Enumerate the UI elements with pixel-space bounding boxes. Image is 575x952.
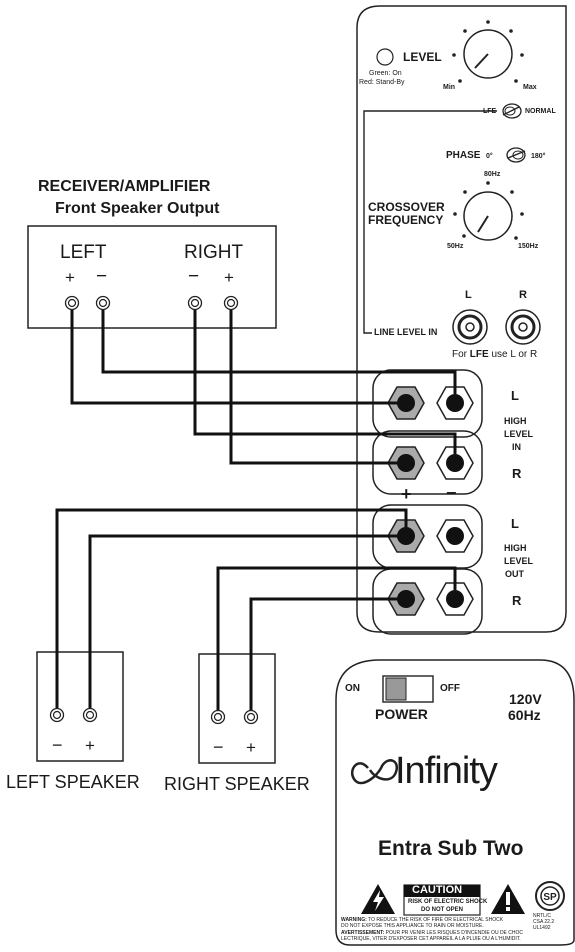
left-speaker-minus-sign: − — [52, 735, 63, 755]
power-panel — [335, 659, 575, 946]
wire-left-plus — [70, 310, 398, 405]
warning-line2: DO NOT EXPOSE THIS APPLIANCE TO RAIN OR … — [341, 923, 484, 929]
phase-switch[interactable] — [506, 147, 526, 163]
high-out-line3: OUT — [505, 569, 524, 579]
power-off-label: OFF — [440, 683, 460, 694]
warning-line1: WARNING: TO REDUCE THE RISK OF FIRE OR E… — [341, 917, 504, 923]
power-on-label: ON — [345, 683, 360, 694]
rca-jack-right[interactable] — [505, 309, 541, 345]
high-out-line1: HIGH — [504, 543, 527, 553]
wire-out-left-minus — [55, 508, 408, 708]
receiver-box — [27, 225, 277, 329]
rca-jack-left[interactable] — [452, 309, 488, 345]
right-speaker-plus-sign: + — [246, 738, 256, 757]
terminal-minus-sign: − — [446, 483, 457, 503]
wire-out-left-plus — [88, 534, 398, 708]
wire-right-minus — [193, 310, 457, 454]
avert-line1: AVERTISSEMENT: POUR PR VENIR LES RISQUES… — [341, 930, 524, 936]
receiver-left-minus-sign: − — [96, 266, 108, 287]
receiver-left-plus-terminal[interactable] — [64, 295, 80, 311]
receiver-subtitle: Front Speaker Output — [55, 200, 220, 217]
left-speaker-label: LEFT SPEAKER — [6, 772, 140, 792]
right-speaker-box — [198, 653, 276, 764]
high-out-line2: LEVEL — [504, 556, 534, 566]
receiver-left-plus-sign: + — [65, 268, 75, 287]
caution-sub1: RISK OF ELECTRIC SHOCK — [408, 899, 488, 905]
crossover-label-line1: CROSSOVER — [368, 200, 445, 214]
brand-name: Infinity — [395, 750, 498, 792]
receiver-right-minus-terminal[interactable] — [187, 295, 203, 311]
phase-0-label: 0° — [486, 153, 493, 160]
cert-line2: CSA 22.2 — [533, 919, 555, 925]
caution-sub2: DO NOT OPEN — [421, 907, 464, 913]
lightning-warning-icon — [361, 884, 395, 914]
receiver-left-label: LEFT — [60, 242, 107, 263]
lfe-label: LFE — [483, 108, 497, 115]
phase-180-label: 180° — [531, 153, 546, 160]
csa-cert-icon: SP — [535, 881, 565, 911]
power-label: POWER — [375, 706, 428, 722]
high-in-line2: LEVEL — [504, 429, 534, 439]
receiver-right-plus-sign: + — [224, 268, 234, 287]
lfe-bracket — [363, 110, 497, 334]
power-led — [376, 48, 394, 66]
subwoofer-panel — [356, 5, 567, 633]
receiver-title: RECEIVER/AMPLIFIER — [38, 178, 211, 195]
high-in-l-label: L — [511, 388, 519, 403]
high-out-r-label: R — [512, 593, 522, 608]
level-max-label: Max — [523, 84, 537, 91]
receiver-right-minus-sign: − — [188, 266, 200, 287]
high-in-r-label: R — [512, 466, 522, 481]
right-speaker-minus-sign: − — [213, 737, 224, 757]
cert-line3: UL1492 — [533, 925, 551, 931]
hz150-label: 150Hz — [518, 243, 539, 250]
high-in-line3: IN — [512, 442, 521, 452]
svg-text:SP: SP — [543, 892, 557, 903]
wire-right-plus — [229, 310, 398, 465]
frequency-label: 60Hz — [508, 707, 541, 723]
model-name: Entra Sub Two — [378, 837, 524, 860]
right-speaker-plus-terminal[interactable] — [243, 709, 259, 725]
high-in-line1: HIGH — [504, 416, 527, 426]
wire-left-minus — [101, 310, 457, 394]
voltage-label: 120V — [509, 691, 542, 707]
lfe-normal-switch[interactable] — [502, 103, 522, 119]
infinity-logo — [351, 759, 399, 785]
crossover-label-line2: FREQUENCY — [368, 213, 444, 227]
exclamation-warning-icon — [491, 884, 525, 914]
normal-label: NORMAL — [525, 108, 556, 115]
level-knob[interactable] — [452, 20, 524, 83]
left-speaker-minus-terminal[interactable] — [49, 707, 65, 723]
right-speaker-label: RIGHT SPEAKER — [164, 774, 310, 794]
led-green-label: Green: On — [369, 70, 402, 77]
wire-out-right-plus — [249, 597, 398, 710]
caution-title: CAUTION — [412, 884, 463, 896]
hz80-label: 80Hz — [484, 171, 501, 178]
high-out-l-label: L — [511, 516, 519, 531]
avert-line2: LECTRIQUE, VITER D'EXPOSER CET APPAREIL … — [341, 936, 521, 942]
rca-l-label: L — [465, 289, 472, 301]
left-speaker-box — [36, 651, 124, 762]
hz50-label: 50Hz — [447, 243, 464, 250]
lfe-note: For LFE use L or R — [452, 349, 538, 360]
line-level-in-label: LINE LEVEL IN — [374, 327, 438, 337]
receiver-left-minus-terminal[interactable] — [95, 295, 111, 311]
led-red-label: Red: Stand-By — [359, 79, 405, 86]
left-speaker-plus-sign: + — [85, 736, 95, 755]
level-label: LEVEL — [403, 50, 442, 64]
receiver-right-label: RIGHT — [184, 242, 244, 263]
crossover-knob[interactable] — [453, 181, 524, 241]
receiver-right-plus-terminal[interactable] — [223, 295, 239, 311]
rca-r-label: R — [519, 289, 527, 301]
phase-label: PHASE — [446, 150, 481, 161]
wire-out-right-minus — [216, 566, 457, 710]
level-min-label: Min — [443, 84, 456, 91]
cert-line1: NRTL/C — [533, 913, 551, 919]
right-speaker-minus-terminal[interactable] — [210, 709, 226, 725]
terminal-plus-sign: + — [401, 484, 412, 504]
left-speaker-plus-terminal[interactable] — [82, 707, 98, 723]
power-switch[interactable] — [382, 675, 434, 703]
